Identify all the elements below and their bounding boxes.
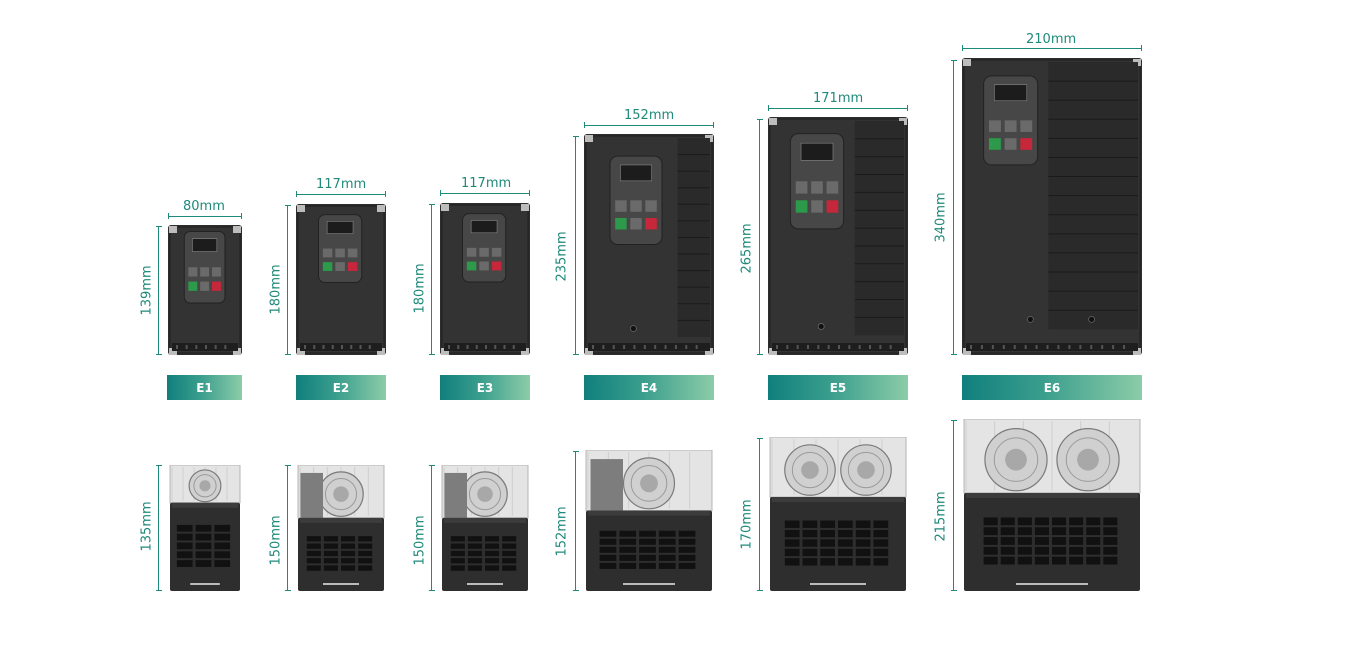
keypad-icon bbox=[983, 75, 1039, 166]
display-icon bbox=[800, 142, 834, 161]
e2-label: E2 bbox=[296, 375, 386, 400]
keypad-icon bbox=[318, 214, 363, 284]
e4-front-width: 152mm bbox=[624, 108, 675, 123]
e5-label: E5 bbox=[768, 375, 908, 400]
display-icon bbox=[470, 220, 498, 234]
e4-side-view bbox=[584, 450, 714, 591]
fan-icon bbox=[318, 471, 364, 517]
fan-icon bbox=[784, 444, 836, 496]
e5-front-width: 171mm bbox=[813, 91, 864, 106]
e6-side-view bbox=[962, 419, 1142, 591]
display-icon bbox=[192, 238, 218, 252]
e2-front-view bbox=[296, 204, 386, 355]
e3-front-width: 117mm bbox=[461, 176, 512, 191]
keypad-icon bbox=[609, 155, 663, 246]
e3-label: E3 bbox=[440, 375, 530, 400]
e3-side-view bbox=[440, 465, 530, 591]
e1-label: E1 bbox=[167, 375, 242, 400]
display-icon bbox=[620, 164, 652, 182]
keypad-icon bbox=[183, 231, 226, 304]
e2-front-width: 117mm bbox=[316, 177, 367, 192]
fan-icon bbox=[840, 444, 892, 496]
e1-front-view bbox=[168, 225, 242, 355]
e2-side-view bbox=[296, 465, 386, 591]
keypad-icon bbox=[462, 213, 507, 283]
display-icon bbox=[326, 221, 354, 234]
e4-front-view bbox=[584, 134, 714, 355]
e6-front-view bbox=[962, 58, 1142, 355]
e6-front-height: 340mm bbox=[933, 192, 949, 243]
e6-label: E6 bbox=[962, 375, 1142, 400]
keypad-icon bbox=[789, 133, 845, 230]
fan-icon bbox=[984, 428, 1048, 492]
e6-front-width: 210mm bbox=[1026, 32, 1077, 47]
e6-side-depth: 215mm bbox=[933, 491, 949, 542]
e1-front-width: 80mm bbox=[183, 199, 225, 214]
fan-icon bbox=[622, 457, 676, 510]
e5-side-view bbox=[768, 437, 908, 591]
e5-front-view bbox=[768, 117, 908, 355]
fan-icon bbox=[462, 471, 508, 517]
fan-icon bbox=[188, 469, 222, 503]
e1-side-view bbox=[168, 465, 242, 591]
e3-front-view bbox=[440, 203, 530, 355]
e4-label: E4 bbox=[584, 375, 714, 400]
fan-icon bbox=[1056, 428, 1120, 492]
display-icon bbox=[994, 84, 1028, 102]
